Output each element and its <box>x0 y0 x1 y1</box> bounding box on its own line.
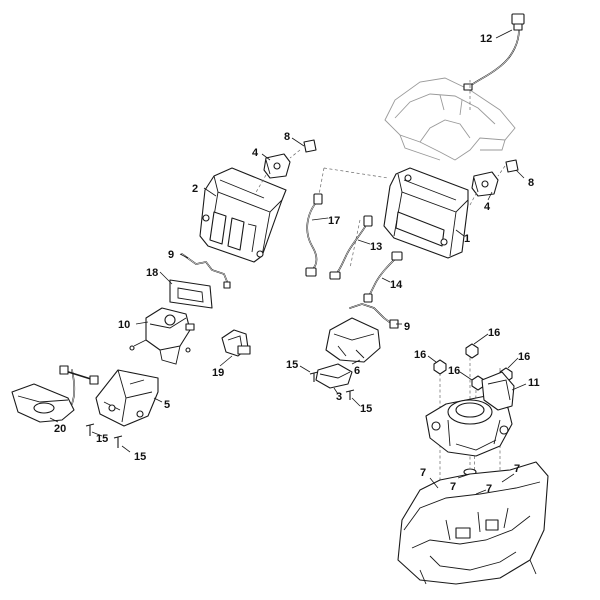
callout-18: 18 <box>146 267 158 279</box>
callout-5: 5 <box>164 399 170 411</box>
callout-8: 8 <box>284 131 290 143</box>
callout-8: 8 <box>528 177 534 189</box>
part-9-wire-left <box>181 253 231 289</box>
part-5-mount <box>95 369 159 427</box>
part-1-battery-compartment <box>383 167 469 259</box>
callout-15: 15 <box>134 451 146 463</box>
callout-11: 11 <box>528 377 540 389</box>
callout-3: 3 <box>336 391 342 403</box>
part-14-cable <box>363 251 403 303</box>
part-9-wire-right <box>349 303 399 329</box>
part-4-latch-right <box>471 171 499 197</box>
callout-4: 4 <box>252 147 259 159</box>
callout-13: 13 <box>370 241 382 253</box>
part-8-clip-left <box>303 139 317 153</box>
callout-20: 20 <box>54 423 66 435</box>
part-19-bracket <box>221 329 251 357</box>
callout-1: 1 <box>464 233 470 245</box>
callout-15: 15 <box>360 403 372 415</box>
callout-7: 7 <box>450 481 456 493</box>
part-10-module <box>129 307 195 365</box>
callout-15: 15 <box>96 433 108 445</box>
callout-16: 16 <box>448 365 460 377</box>
callout-14: 14 <box>390 279 403 291</box>
callout-labels: 12 8 4 2 17 1 13 8 4 9 18 14 10 9 16 16 … <box>54 33 540 495</box>
part-16-nuts <box>433 343 513 391</box>
part-6-holder <box>325 317 381 363</box>
callout-2: 2 <box>192 183 198 195</box>
callout-7: 7 <box>486 483 492 495</box>
part-12-cable <box>463 13 525 91</box>
part-11-motor-assembly <box>425 371 515 457</box>
callout-12: 12 <box>480 33 492 45</box>
callout-16: 16 <box>488 327 500 339</box>
part-17-cable <box>305 193 323 277</box>
part-4-latch-left <box>263 153 291 179</box>
callout-15: 15 <box>286 359 298 371</box>
callout-10: 10 <box>118 319 130 331</box>
part-3-mount <box>315 363 353 389</box>
callout-16: 16 <box>518 351 530 363</box>
callout-4: 4 <box>484 201 491 213</box>
callout-17: 17 <box>328 215 340 227</box>
callout-6: 6 <box>354 365 360 377</box>
part-2-battery-compartment <box>199 167 287 263</box>
lower-chassis <box>397 461 549 585</box>
callout-19: 19 <box>212 367 224 379</box>
upper-housing-frame <box>384 77 516 161</box>
callout-7: 7 <box>514 463 520 475</box>
callout-16: 16 <box>414 349 426 361</box>
callout-7: 7 <box>420 467 426 479</box>
part-20-sensor <box>11 365 99 423</box>
leader-lines <box>49 29 527 495</box>
part-15-screws <box>85 371 355 448</box>
part-18-plate <box>169 279 213 309</box>
callout-9: 9 <box>168 249 174 261</box>
part-13-cable <box>329 215 373 280</box>
callout-9: 9 <box>404 321 410 333</box>
part-8-clip-right <box>505 159 519 173</box>
